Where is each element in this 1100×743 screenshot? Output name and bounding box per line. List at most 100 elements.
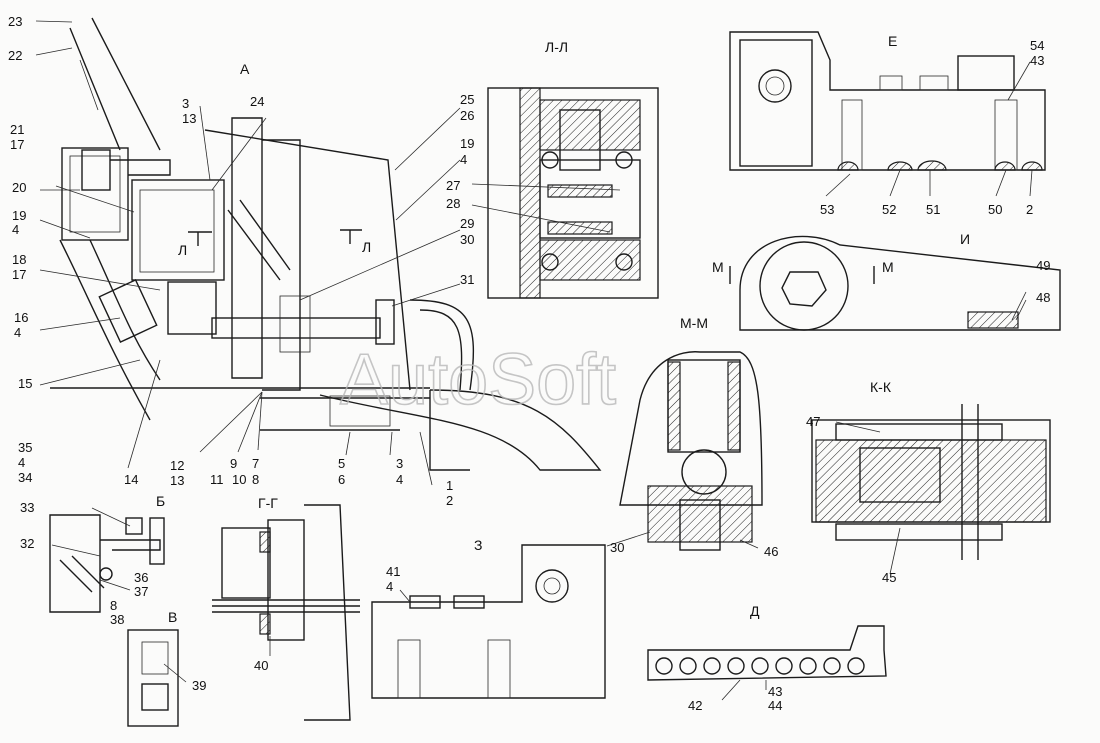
callout-32: 32 [20,536,34,551]
callout-2: 2 [1026,202,1033,217]
section-k-k [811,404,1051,560]
callout-45: 45 [882,570,896,585]
label-section-l-l: Л-Л [545,39,568,55]
callout-2: 2 [446,493,453,508]
callout-4: 4 [14,325,21,340]
callout-13: 13 [182,111,196,126]
label-view-d: Д [750,603,760,619]
callout-9: 9 [230,456,237,471]
callout-54: 54 [1030,38,1044,53]
callout-26: 26 [460,108,474,123]
leader-lines [35,20,1033,701]
callout-52: 52 [882,202,896,217]
callout-8: 8 [252,472,259,487]
callout-23: 23 [8,14,22,29]
label-m-left: М [712,259,724,275]
callout-38: 38 [110,612,124,627]
label-section-m-m: М-М [680,315,708,331]
callout-4: 4 [396,472,403,487]
view-z [371,544,606,699]
label-m-right: М [882,259,894,275]
callout-15: 15 [18,376,32,391]
callout-12: 12 [170,458,184,473]
callout-7: 7 [252,456,259,471]
section-l-l [487,87,659,299]
callout-43: 43 [1030,53,1044,68]
label-view-v: В [168,609,177,625]
callout-28: 28 [446,196,460,211]
callout-29: 29 [460,216,474,231]
view-e [729,31,1046,171]
callout-20: 20 [12,180,26,195]
callout-14: 14 [124,472,138,487]
upper-pipe [69,17,161,151]
callout-21: 21 [10,122,24,137]
callout-31: 31 [460,272,474,287]
callout-39: 39 [192,678,206,693]
label-view-a: А [240,61,250,77]
callout-44: 44 [768,698,782,713]
callout-30: 30 [610,540,624,555]
callout-34: 34 [18,470,32,485]
view-b [49,514,165,613]
callout-16: 16 [14,310,28,325]
callout-4: 4 [386,579,393,594]
hose-clamp [98,278,158,344]
callout-48: 48 [1036,290,1050,305]
view-a [50,17,602,471]
callout-17: 17 [10,137,24,152]
callout-22: 22 [8,48,22,63]
callout-41: 41 [386,564,400,579]
callout-30: 30 [460,232,474,247]
callout-3: 3 [396,456,403,471]
label-l-left: Л [178,242,187,258]
callout-49: 49 [1036,258,1050,273]
callout-13: 13 [170,473,184,488]
callout-51: 51 [926,202,940,217]
callout-35: 35 [18,440,32,455]
callout-50: 50 [988,202,1002,217]
callout-46: 46 [764,544,778,559]
callout-6: 6 [338,472,345,487]
callout-24: 24 [250,94,264,109]
callout-4: 4 [460,152,467,167]
callout-33: 33 [20,500,34,515]
label-view-b: Б [156,493,165,509]
hose-15 [59,239,161,421]
section-g-g [212,504,360,721]
view-v [127,629,179,727]
label-section-g-g: Г-Г [258,495,278,511]
callout-18: 18 [12,252,26,267]
shaft [211,317,381,339]
label-view-z: З [474,537,482,553]
section-m-m [619,351,763,551]
callout-25: 25 [460,92,474,107]
callout-53: 53 [820,202,834,217]
callout-1: 1 [446,478,453,493]
callout-19: 19 [460,136,474,151]
view-i [729,235,1061,331]
callout-19: 19 [12,208,26,223]
callout-4: 4 [18,455,25,470]
callout-5: 5 [338,456,345,471]
callout-numbers: 23 22 21 17 20 19 4 18 17 16 4 15 14 12 … [8,14,1050,713]
main-block [131,179,225,281]
label-view-i: И [960,231,970,247]
label-section-k-k: К-К [870,379,892,395]
filter-housing [61,147,129,241]
callout-40: 40 [254,658,268,673]
callout-8: 8 [110,598,117,613]
label-view-e: Е [888,33,897,49]
callout-4: 4 [12,222,19,237]
label-l-right: Л [362,239,371,255]
callout-47: 47 [806,414,820,429]
callout-43: 43 [768,684,782,699]
callout-17: 17 [12,267,26,282]
callout-11: 11 [210,472,224,487]
callout-10: 10 [232,472,246,487]
watermark: AutoSoft [340,340,616,420]
callout-3: 3 [182,96,189,111]
callout-27: 27 [446,178,460,193]
